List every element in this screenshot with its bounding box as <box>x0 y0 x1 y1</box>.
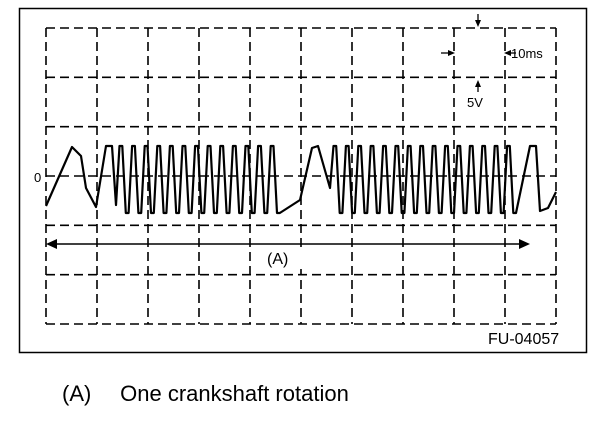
caption-text: One crankshaft rotation <box>120 381 349 406</box>
voltage-scale-label: 5V <box>467 95 483 110</box>
oscilloscope-figure: 0 (A) 10ms 5V FU-04057 <box>18 7 588 354</box>
span-label: (A) <box>267 251 288 268</box>
caption-tag: (A) <box>62 381 92 406</box>
figure-frame <box>18 7 588 354</box>
time-scale-marker <box>441 50 516 56</box>
figure-caption: (A) One crankshaft rotation <box>62 381 349 407</box>
zero-level-label: 0 <box>34 170 41 185</box>
time-scale-label: 10ms <box>511 46 543 61</box>
signal-waveform <box>44 144 557 215</box>
voltage-scale-marker <box>475 14 481 92</box>
scope-grid <box>45 27 557 325</box>
figure-code: FU-04057 <box>488 331 559 348</box>
rotation-span-arrow <box>46 239 530 249</box>
